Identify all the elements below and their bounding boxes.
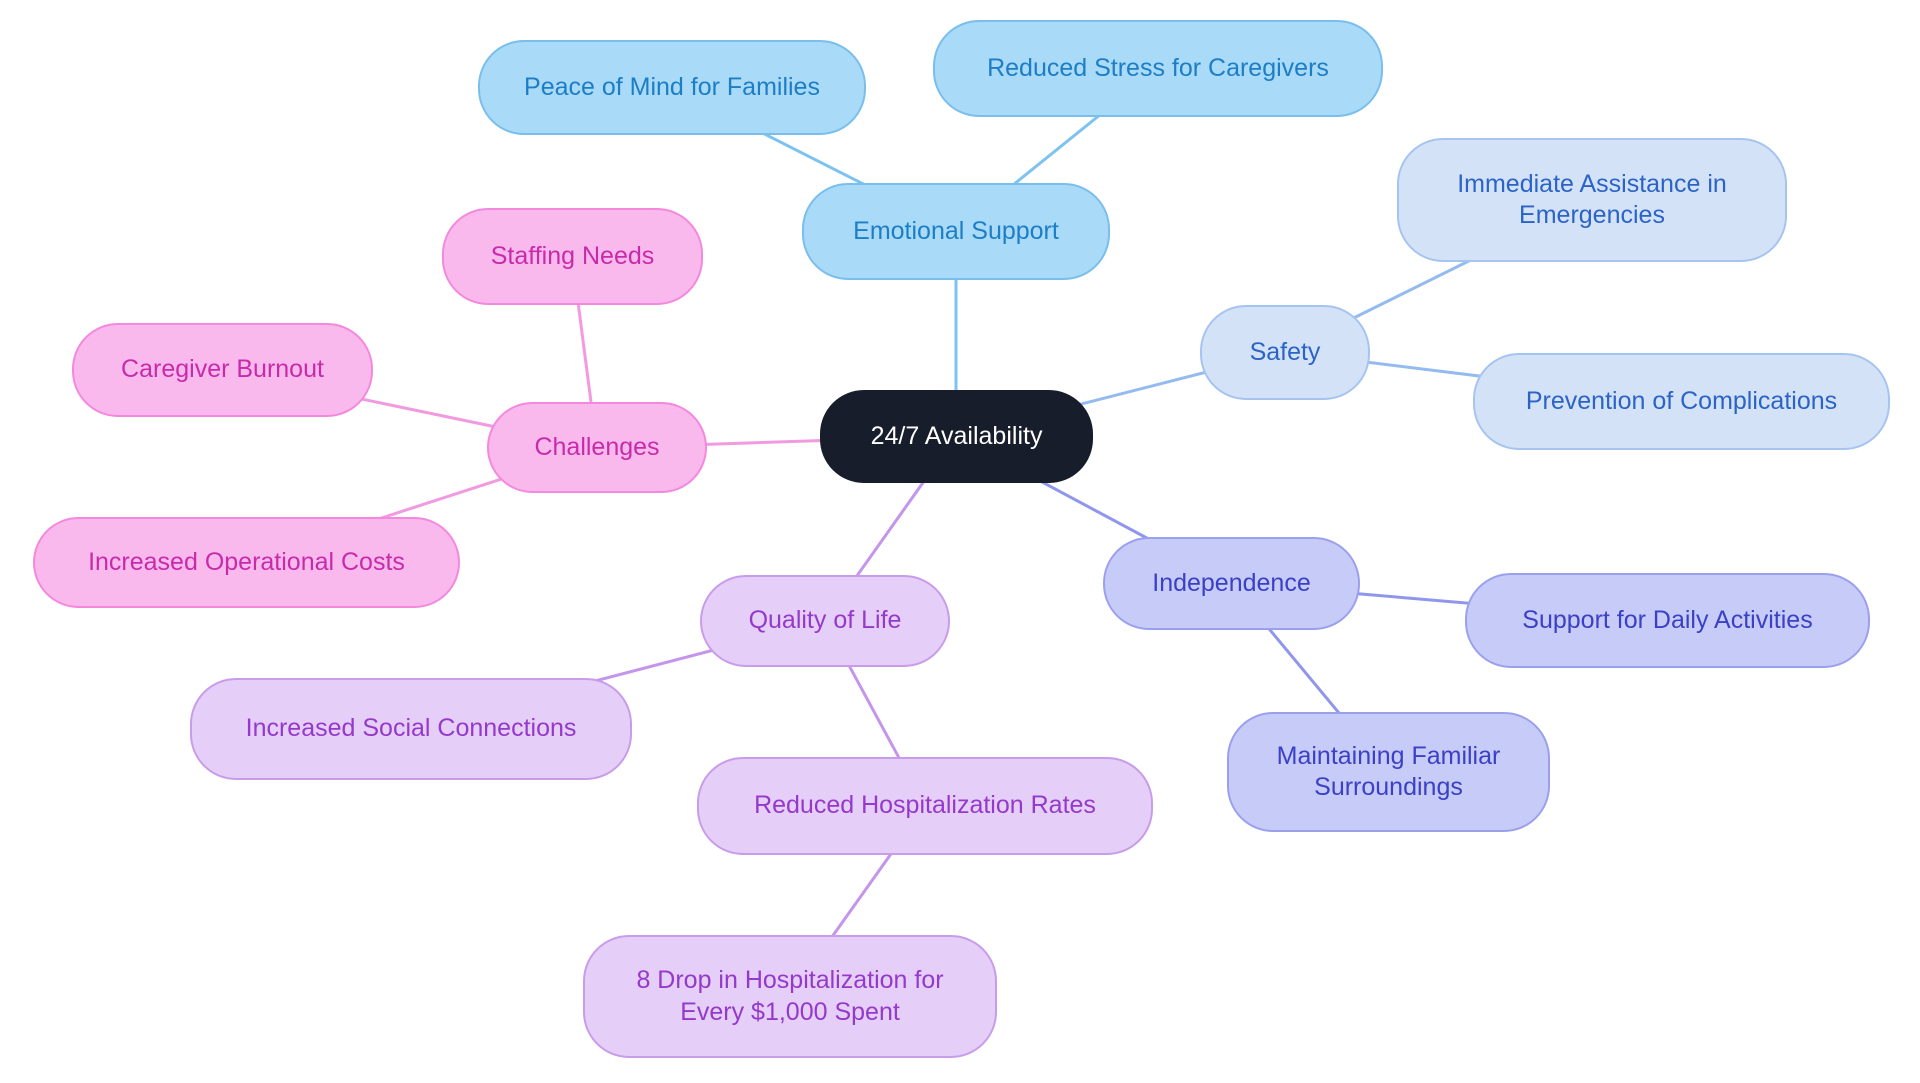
node-staffing-needs[interactable]: Staffing Needs (442, 208, 703, 305)
node-maintaining-familiar-surroundings[interactable]: Maintaining Familiar Surroundings (1227, 712, 1550, 832)
node-immediate-assistance-in-emergencies[interactable]: Immediate Assistance in Emergencies (1397, 138, 1787, 262)
node-increased-social-connections[interactable]: Increased Social Connections (190, 678, 632, 780)
node-support-for-daily-activities[interactable]: Support for Daily Activities (1465, 573, 1870, 668)
node-hospitalization-drop-stat[interactable]: 8 Drop in Hospitalization for Every $1,0… (583, 935, 997, 1058)
node-independence[interactable]: Independence (1103, 537, 1360, 630)
node-challenges[interactable]: Challenges (487, 402, 707, 493)
node-increased-operational-costs[interactable]: Increased Operational Costs (33, 517, 460, 608)
node-reduced-hospitalization-rates[interactable]: Reduced Hospitalization Rates (697, 757, 1153, 855)
node-caregiver-burnout[interactable]: Caregiver Burnout (72, 323, 373, 417)
node-quality-of-life[interactable]: Quality of Life (700, 575, 950, 667)
node-safety[interactable]: Safety (1200, 305, 1370, 400)
node-central-topic[interactable]: 24/7 Availability (820, 390, 1093, 483)
node-peace-of-mind-for-families[interactable]: Peace of Mind for Families (478, 40, 866, 135)
node-reduced-stress-for-caregivers[interactable]: Reduced Stress for Caregivers (933, 20, 1383, 117)
node-emotional-support[interactable]: Emotional Support (802, 183, 1110, 280)
node-prevention-of-complications[interactable]: Prevention of Complications (1473, 353, 1890, 450)
